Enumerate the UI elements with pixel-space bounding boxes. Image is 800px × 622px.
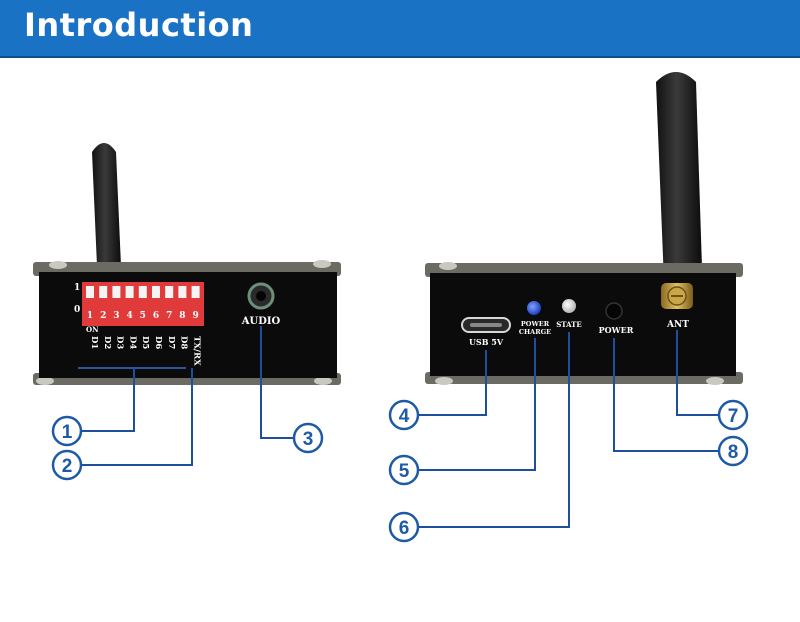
dip-number-label: 7: [166, 311, 172, 321]
dip-knob[interactable]: [178, 286, 187, 298]
power-charge-label-line2: CHARGE: [519, 328, 551, 336]
callout-circle-5: [388, 454, 420, 486]
state-label: STATE: [556, 320, 581, 329]
right-device: USB 5V POWER CHARGE STATE POWER ANT: [425, 72, 743, 385]
dip-number-label: 9: [192, 311, 198, 321]
callout-number-1: 1: [62, 422, 73, 443]
power-charge-led-icon: [527, 301, 541, 315]
callout-circle-2: [51, 449, 83, 481]
dip-knob[interactable]: [112, 286, 121, 298]
channel-label: TX/RX: [191, 336, 201, 366]
title-banner: Introduction: [0, 0, 800, 58]
usb-label: USB 5V: [469, 337, 504, 347]
power-label: POWER: [599, 325, 634, 335]
leader-2: [82, 368, 193, 466]
callout-number-3: 3: [303, 429, 314, 450]
leader-lines: [82, 326, 718, 528]
callout-circle-6: [388, 511, 420, 543]
channel-label: D1: [89, 336, 99, 349]
page-title: Introduction: [24, 6, 254, 44]
callout-number-7: 7: [728, 406, 739, 427]
audio-label: AUDIO: [241, 316, 281, 327]
leader-6: [419, 332, 570, 528]
left-antenna-icon: [92, 143, 121, 266]
leader-5: [419, 338, 536, 471]
channel-label: D3: [115, 336, 125, 349]
callout-circle-1: [51, 415, 83, 447]
callout-circle-8: [717, 435, 749, 467]
channel-label: D2: [102, 336, 112, 349]
power-button-icon[interactable]: [605, 302, 623, 320]
dip-number-label: 1: [87, 311, 93, 321]
dip-on-label: ON: [86, 325, 99, 334]
dip-knob[interactable]: [138, 286, 147, 298]
dip-knob[interactable]: [125, 286, 134, 298]
dip-number-label: 3: [113, 311, 119, 321]
dip-number-label: 2: [100, 311, 106, 321]
dip-number-label: 4: [126, 311, 132, 321]
power-charge-label-line1: POWER: [521, 320, 550, 328]
state-led-icon: [562, 299, 576, 313]
leader-3: [260, 326, 293, 439]
channel-label: D4: [127, 336, 137, 349]
channel-label: D7: [166, 336, 176, 349]
channel-label: D8: [179, 336, 189, 349]
callout-number-8: 8: [728, 442, 739, 463]
channel-label: D6: [153, 336, 163, 349]
dip-number-label: 6: [153, 311, 159, 321]
dip-knob[interactable]: [191, 286, 200, 298]
dip-state-label-0: 0: [74, 305, 80, 315]
right-antenna-icon: [656, 72, 702, 282]
dip-knob[interactable]: [152, 286, 160, 298]
ant-label: ANT: [666, 320, 689, 330]
leader-1: [82, 368, 135, 432]
leader-4: [419, 350, 487, 416]
channel-label: D5: [140, 336, 150, 349]
dip-number-label: 8: [179, 311, 185, 321]
dip-knob[interactable]: [99, 286, 108, 298]
callout-number-6: 6: [399, 518, 410, 539]
callout-number-4: 4: [399, 406, 410, 427]
dip-state-label-1: 1: [74, 283, 80, 293]
dip-knob[interactable]: [165, 286, 174, 298]
callout-circle-3: [292, 422, 324, 454]
leader-8: [613, 338, 718, 452]
callout-circle-7: [717, 399, 749, 431]
callout-number-5: 5: [399, 461, 410, 482]
dip-number-label: 5: [140, 311, 146, 321]
callout-number-2: 2: [62, 456, 73, 477]
leader-7: [676, 330, 718, 416]
dip-knob[interactable]: [86, 286, 94, 298]
callout-circle-4: [388, 399, 420, 431]
